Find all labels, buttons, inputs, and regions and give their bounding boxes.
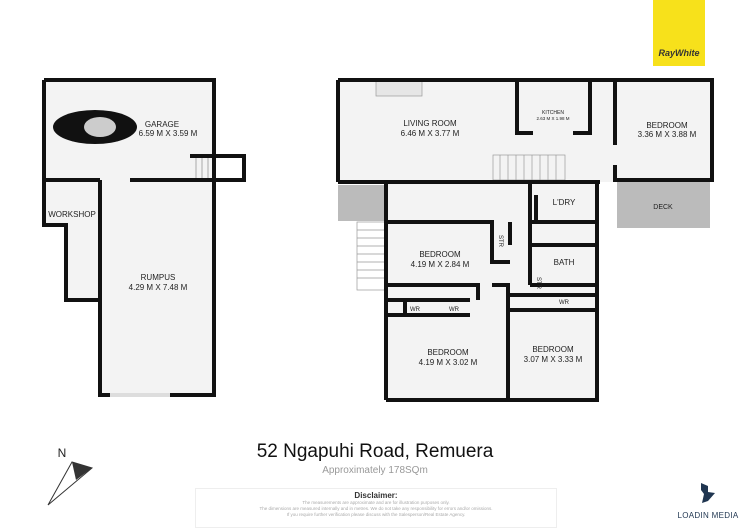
lower-walls bbox=[42, 78, 246, 397]
patio bbox=[338, 185, 386, 221]
disclaimer-line: The measurements are approximate and are… bbox=[302, 500, 450, 505]
address-title: 52 Ngapuhi Road, Remuera bbox=[256, 441, 494, 462]
bedroom4-label: BEDROOM bbox=[532, 345, 574, 354]
rumpus-size: 4.29 M X 7.48 M bbox=[129, 283, 188, 292]
rumpus-label: RUMPUS bbox=[141, 273, 176, 282]
garage-label: GARAGE bbox=[145, 120, 179, 129]
fireplace bbox=[375, 79, 423, 97]
kitchen-size: 2.63 M X 1.98 M bbox=[536, 116, 569, 121]
bedroom1-label: BEDROOM bbox=[646, 121, 688, 130]
living-label: LIVING ROOM bbox=[403, 119, 457, 128]
bedroom3-size: 4.19 M X 3.02 M bbox=[419, 358, 478, 367]
kitchen-label: KITCHEN bbox=[542, 110, 564, 116]
deck bbox=[617, 182, 710, 228]
lower-level: GARAGE 6.59 M X 3.59 M WORKSHOP RUMPUS 4… bbox=[42, 78, 246, 397]
loadin-media-logo: LOADIN MEDIA bbox=[668, 482, 748, 520]
deck-label: DECK bbox=[653, 204, 673, 211]
north-arrow-icon: N bbox=[47, 446, 94, 506]
garage-stairs bbox=[195, 158, 209, 178]
loadin-media-icon bbox=[701, 483, 715, 503]
garage-size: 6.59 M X 3.59 M bbox=[139, 129, 198, 138]
loadin-media-text: LOADIN MEDIA bbox=[677, 511, 739, 520]
bedroom3-label: BEDROOM bbox=[427, 348, 469, 357]
wr2-label: WR bbox=[449, 307, 460, 313]
disclaimer-heading: Disclaimer: bbox=[354, 491, 398, 500]
raywhite-logo-text: RayWhite bbox=[658, 48, 700, 58]
disclaimer-line: If you require further verification plea… bbox=[286, 512, 466, 517]
bedroom2-size: 4.19 M X 2.84 M bbox=[411, 260, 470, 269]
living-size: 6.46 M X 3.77 M bbox=[401, 129, 460, 138]
laundry-label: L'DRY bbox=[553, 198, 576, 207]
str1-label: STR bbox=[497, 235, 503, 248]
north-label: N bbox=[58, 446, 67, 460]
stairs bbox=[356, 154, 566, 291]
wr3-label: WR bbox=[559, 300, 570, 306]
upper-walls bbox=[336, 78, 714, 402]
disclaimer-box: Disclaimer: The measurements are approxi… bbox=[195, 488, 557, 528]
bath-label: BATH bbox=[554, 258, 575, 267]
str2-label: STR bbox=[535, 277, 541, 290]
bedroom2-label: BEDROOM bbox=[419, 250, 461, 259]
wr1-label: WR bbox=[410, 307, 421, 313]
upper-level: DECK bbox=[336, 78, 714, 402]
bedroom4-size: 3.07 M X 3.33 M bbox=[524, 355, 583, 364]
workshop-label: WORKSHOP bbox=[48, 210, 96, 219]
bedroom1-size: 3.36 M X 3.88 M bbox=[638, 130, 697, 139]
disclaimer-line: The dimensions are measured internally a… bbox=[259, 506, 493, 511]
area-subtitle: Approximately 178SQm bbox=[322, 465, 428, 476]
raywhite-logo: RayWhite bbox=[653, 0, 705, 66]
